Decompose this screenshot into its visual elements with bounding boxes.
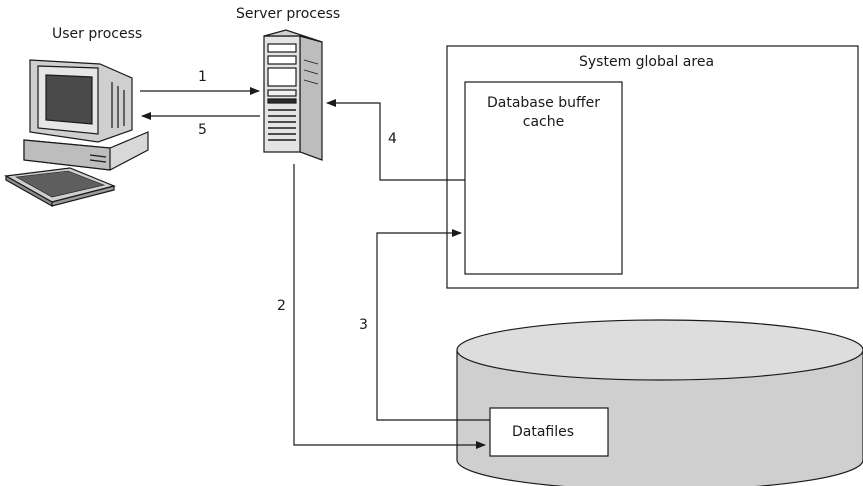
server-tower-icon (263, 29, 323, 161)
arrow-step-3 (376, 229, 490, 421)
desktop-computer-icon (4, 59, 149, 208)
db-buffer-cache-label-line2: cache (522, 114, 565, 130)
db-buffer-cache-label-line1: Database buffer (486, 95, 601, 111)
arrow-step-4 (326, 99, 465, 181)
datafiles-box (489, 407, 609, 457)
server-process-label: Server process (236, 6, 341, 22)
step-5-label: 5 (198, 122, 207, 138)
step-2-label: 2 (277, 298, 286, 314)
arrow-step-2 (293, 164, 486, 449)
sga-label: System global area (579, 54, 715, 70)
db-buffer-cache-box (464, 81, 623, 275)
step-3-label: 3 (359, 317, 368, 333)
datafiles-label: Datafiles (512, 424, 575, 440)
step-1-label: 1 (198, 69, 207, 85)
step-4-label: 4 (388, 131, 397, 147)
db-buffer-cache-label: Database buffer cache (465, 94, 622, 132)
user-process-label: User process (52, 26, 143, 42)
database-disk-icon (456, 319, 863, 486)
